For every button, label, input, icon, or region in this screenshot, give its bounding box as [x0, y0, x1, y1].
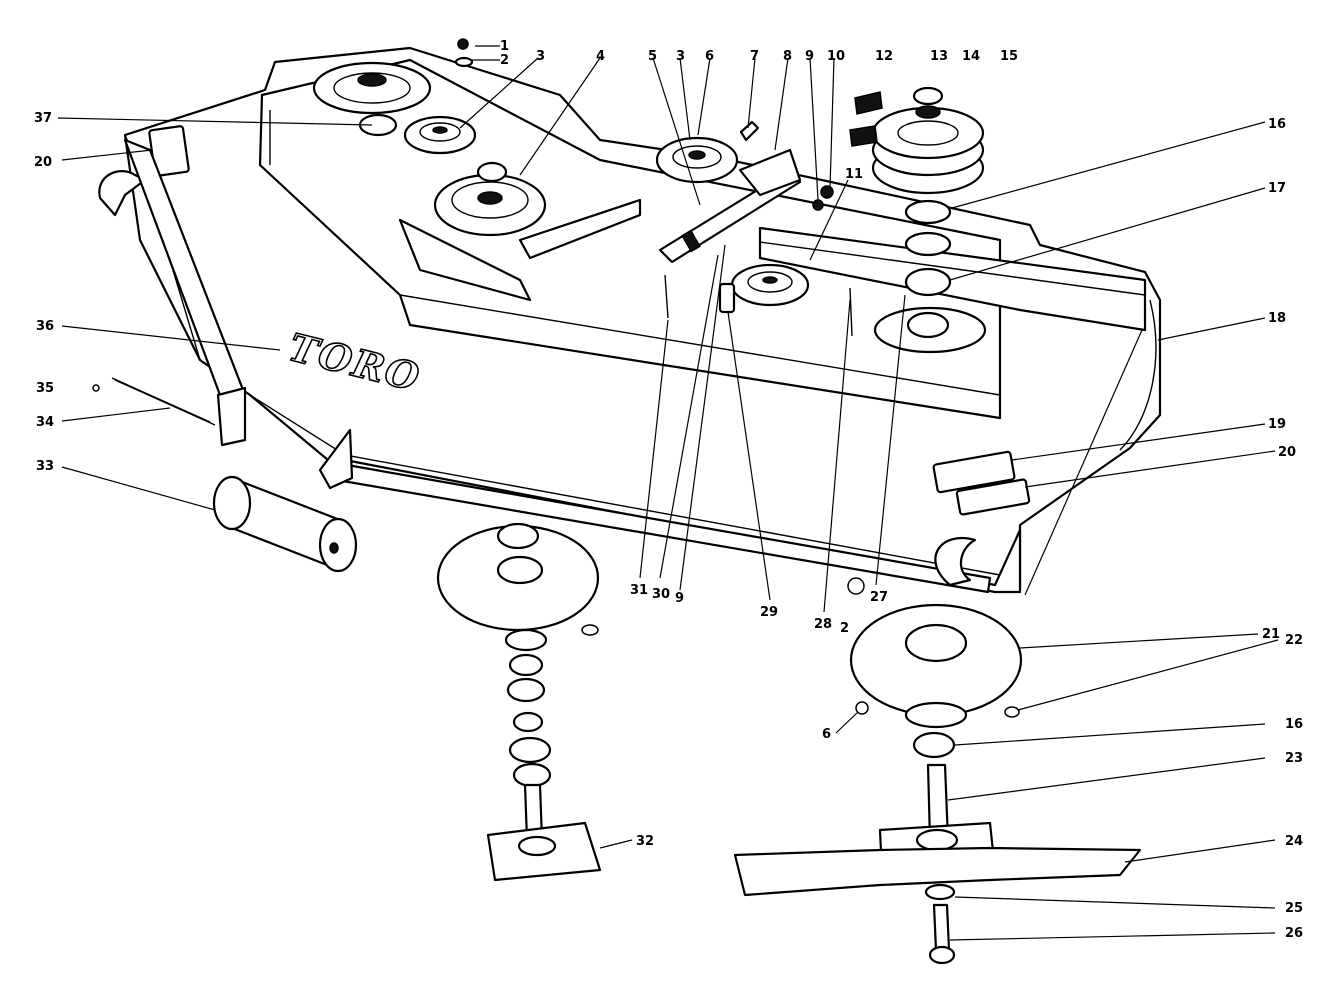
callout-36: 36	[36, 319, 54, 334]
callout-29: 29	[760, 605, 778, 620]
callout-9: 9	[805, 49, 814, 64]
callout-18: 18	[1268, 311, 1286, 326]
callout-5: 5	[648, 49, 657, 64]
callout-25: 25	[1285, 901, 1303, 916]
hardware-35	[92, 377, 211, 423]
idler-pulley-center	[655, 136, 739, 184]
decal-20-side	[955, 478, 1031, 516]
callout-20b: 20	[1278, 445, 1296, 460]
callout-33: 33	[36, 459, 54, 474]
callout-32: 32	[636, 834, 654, 849]
callout-27: 27	[870, 590, 888, 605]
center-spindle-pulley	[433, 161, 547, 237]
roller-33	[212, 475, 358, 573]
spacer-29	[718, 282, 736, 314]
callout-31: 31	[630, 583, 648, 598]
callout-labels: 1 2 3 4 5 3 6 7 8 9 10 12 13 14 15 16 11…	[34, 39, 1303, 941]
idler-arm-bracket	[658, 148, 802, 264]
idler-pulley-3	[403, 115, 477, 155]
callout-6: 6	[705, 49, 714, 64]
callout-22: 22	[1285, 633, 1303, 648]
washer-and-bolt	[924, 883, 956, 965]
callout-2: 2	[500, 53, 509, 68]
callout-10: 10	[827, 49, 845, 64]
callout-28: 28	[814, 617, 832, 632]
callout-8: 8	[783, 49, 792, 64]
callout-20: 20	[34, 155, 52, 170]
callout-6b: 6	[822, 727, 831, 742]
callout-26: 26	[1285, 926, 1303, 941]
callout-14: 14	[962, 49, 980, 64]
callout-21: 21	[1262, 627, 1280, 642]
idler-pulley-lower	[730, 263, 810, 307]
left-handle-assembly	[98, 138, 247, 447]
callout-2b: 2	[840, 621, 849, 636]
callout-13: 13	[930, 49, 948, 64]
bolt-28	[849, 287, 853, 337]
callout-16: 16	[1268, 117, 1286, 132]
callout-34: 34	[36, 415, 54, 430]
callout-24: 24	[1285, 834, 1303, 849]
decal-19	[932, 450, 1016, 494]
callout-17: 17	[1268, 181, 1286, 196]
leader-lines	[57, 45, 1279, 941]
callout-35: 35	[36, 381, 54, 396]
callout-30: 30	[652, 587, 670, 602]
callout-23: 23	[1285, 751, 1303, 766]
callout-12: 12	[875, 49, 893, 64]
bolt-31	[664, 274, 669, 319]
callout-1: 1	[500, 39, 509, 54]
callout-37: 37	[34, 111, 52, 126]
callout-11: 11	[845, 167, 863, 182]
callout-7: 7	[750, 49, 759, 64]
callout-16b: 16	[1285, 717, 1303, 732]
callout-9b: 9	[675, 591, 684, 606]
callout-3b: 3	[676, 49, 685, 64]
blade-24	[733, 846, 1142, 897]
left-spindle-assembly	[436, 522, 602, 882]
callout-3: 3	[536, 49, 545, 64]
callout-19: 19	[1268, 417, 1286, 432]
double-pulley-15	[849, 86, 985, 195]
rear-left-pulley	[312, 61, 432, 137]
right-spindle-assembly	[847, 577, 1023, 875]
callout-4: 4	[596, 49, 605, 64]
callout-15: 15	[1000, 49, 1018, 64]
rear-axle-rod	[318, 428, 992, 594]
